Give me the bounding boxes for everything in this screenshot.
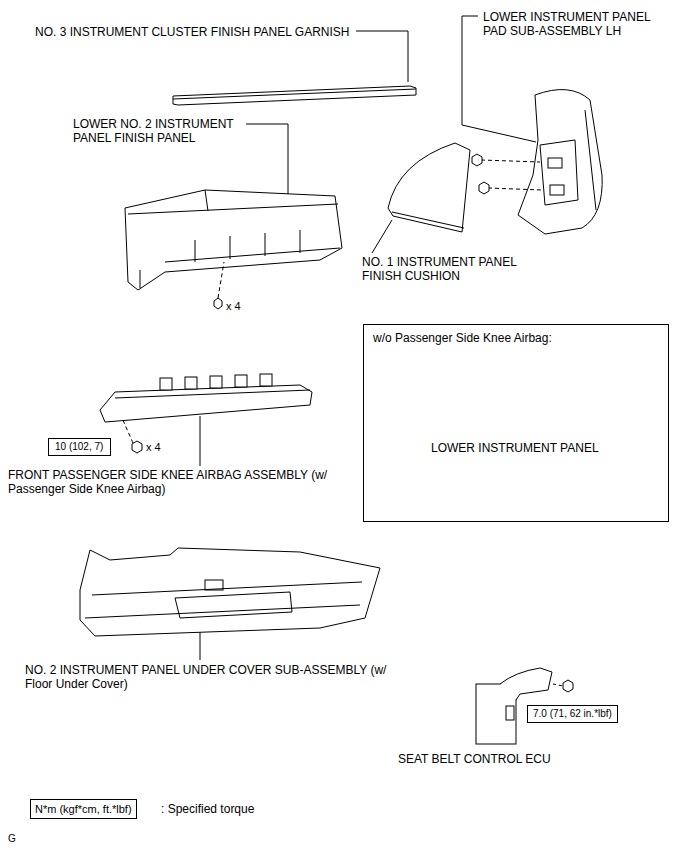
leader-line — [200, 632, 201, 660]
figure-code: G — [8, 832, 16, 846]
quantity: x 4 — [226, 299, 241, 313]
legend-text: : Specified torque — [161, 802, 254, 816]
quantity: x 4 — [146, 440, 161, 454]
torque-box: 7.0 (71, 62 in.*lbf) — [527, 705, 618, 723]
under-cover-part — [80, 548, 380, 636]
part-name: SEAT BELT CONTROL ECU — [398, 752, 551, 766]
part-name: NO. 3 INSTRUMENT CLUSTER FINISH PANEL GA… — [35, 25, 350, 39]
part-name: LOWER INSTRUMENT PANEL PAD SUB-ASSEMBLY … — [483, 10, 665, 38]
leader-line — [246, 124, 288, 194]
garnish-part — [173, 86, 416, 105]
knee-airbag-part — [100, 374, 312, 453]
node-text: w/o Passenger Side Knee Airbag: — [373, 331, 552, 345]
leader-line — [356, 31, 408, 82]
leader-line — [200, 416, 201, 466]
torque-unit-box: N*m (kgf*cm, ft.*lbf) — [30, 799, 137, 819]
part-name: FRONT PASSENGER SIDE KNEE AIRBAG ASSEMBL… — [8, 468, 344, 496]
cushion-part — [388, 143, 470, 232]
part-name: NO. 1 INSTRUMENT PANEL FINISH CUSHION — [362, 255, 532, 283]
part-name: LOWER NO. 2 INSTRUMENT PANEL FINISH PANE… — [73, 117, 245, 145]
screw — [472, 154, 542, 194]
torque-box: 10 (102, 7) — [48, 438, 111, 456]
node-text: 10 (102, 7) — [55, 440, 104, 454]
finish-panel-part — [125, 190, 342, 309]
part-name: NO. 2 INSTRUMENT PANEL UNDER COVER SUB-A… — [25, 663, 405, 691]
part-name: LOWER INSTRUMENT PANEL — [431, 441, 599, 455]
leader-line — [372, 220, 392, 253]
node-text: 7.0 (71, 62 in.*lbf) — [533, 707, 612, 721]
node-text: N*m (kgf*cm, ft.*lbf) — [35, 802, 132, 816]
variant-box: w/o Passenger Side Knee Airbag: LOWER INS… — [363, 324, 669, 522]
